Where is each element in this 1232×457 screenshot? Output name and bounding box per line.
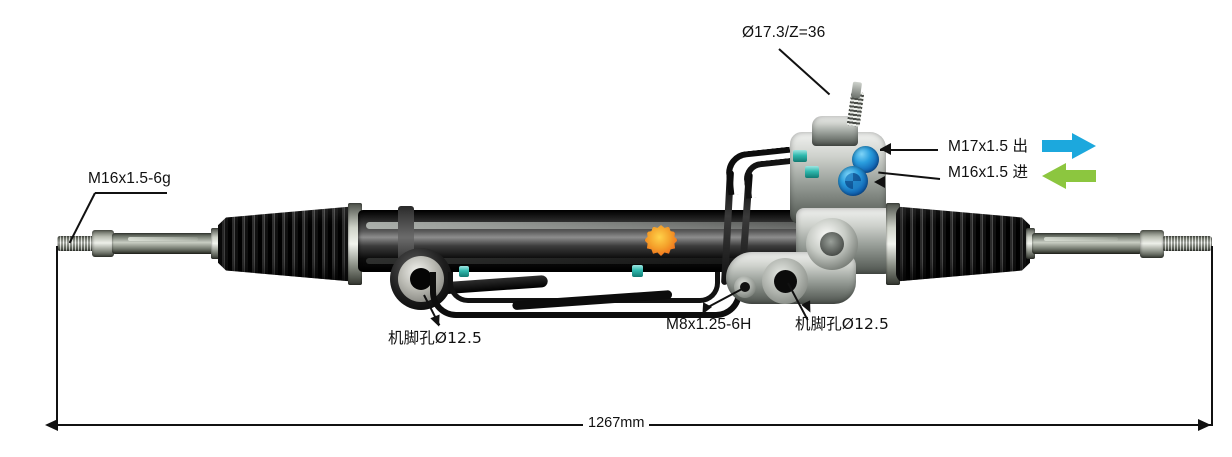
left-bellows-boot bbox=[218, 206, 352, 282]
right-boot-outer-clamp bbox=[1026, 228, 1035, 259]
valve-fitting-lower bbox=[805, 166, 819, 178]
left-mounting-hole-callout: 机脚孔Ø12.5 bbox=[388, 329, 483, 347]
port-in-leader-arrowhead bbox=[874, 176, 885, 188]
left-rod-highlight bbox=[128, 237, 198, 241]
rack-tube-specular bbox=[366, 222, 882, 229]
left-rod-hex-nut bbox=[92, 230, 114, 257]
valve-fitting-upper bbox=[793, 150, 807, 162]
dimension-arrowhead-left bbox=[45, 419, 58, 431]
pressure-port-out-callout: M17x1.5 出 bbox=[948, 138, 1029, 155]
return-port-in-callout: M16x1.5 进 bbox=[948, 164, 1029, 181]
input-shaft-spline-callout: Ø17.3/Z=36 bbox=[742, 24, 826, 41]
left-boot-inner-clamp bbox=[211, 228, 220, 259]
pinion-output-bore bbox=[820, 232, 844, 256]
left-rod-threaded-tip bbox=[57, 236, 97, 251]
flow-arrow-in bbox=[1042, 163, 1096, 189]
mounting-hole-large-bore bbox=[774, 270, 797, 293]
left-mounting-hole-arrowhead bbox=[430, 314, 444, 329]
dimension-extension-left bbox=[56, 246, 58, 426]
mounting-hole-m8-bore bbox=[740, 282, 750, 292]
port-in-leader bbox=[878, 171, 941, 180]
flow-arrow-in-icon bbox=[1042, 163, 1096, 189]
overall-length-dimension: 1267mm bbox=[583, 415, 650, 431]
right-rod-hex-nut bbox=[1140, 230, 1164, 258]
input-shaft-leader bbox=[778, 48, 831, 96]
right-rod-threaded-tip bbox=[1162, 236, 1212, 251]
left-tie-rod-thread-callout: M16x1.5-6g bbox=[88, 170, 171, 187]
hose-fitting-mid bbox=[632, 265, 643, 277]
hose-fitting-rack bbox=[459, 266, 469, 277]
left-rod-leader-horizontal bbox=[95, 192, 167, 194]
right-mounting-hole-callout: 机脚孔Ø12.5 bbox=[795, 315, 890, 333]
dimension-extension-right bbox=[1211, 246, 1213, 426]
m8-threaded-hole-callout: M8x1.25-6H bbox=[666, 316, 752, 333]
port-out-leader-arrowhead bbox=[880, 143, 891, 155]
right-rod-highlight bbox=[1044, 237, 1118, 241]
port-cap-in-cross bbox=[845, 173, 861, 189]
flow-arrow-out bbox=[1042, 133, 1096, 159]
center-bracket-bushing-hole bbox=[410, 268, 432, 290]
flow-arrow-out-icon bbox=[1042, 133, 1096, 159]
rack-tube-lower-shade bbox=[366, 258, 882, 264]
right-bellows-boot bbox=[896, 206, 1030, 282]
dimension-arrowhead-right bbox=[1198, 419, 1211, 431]
